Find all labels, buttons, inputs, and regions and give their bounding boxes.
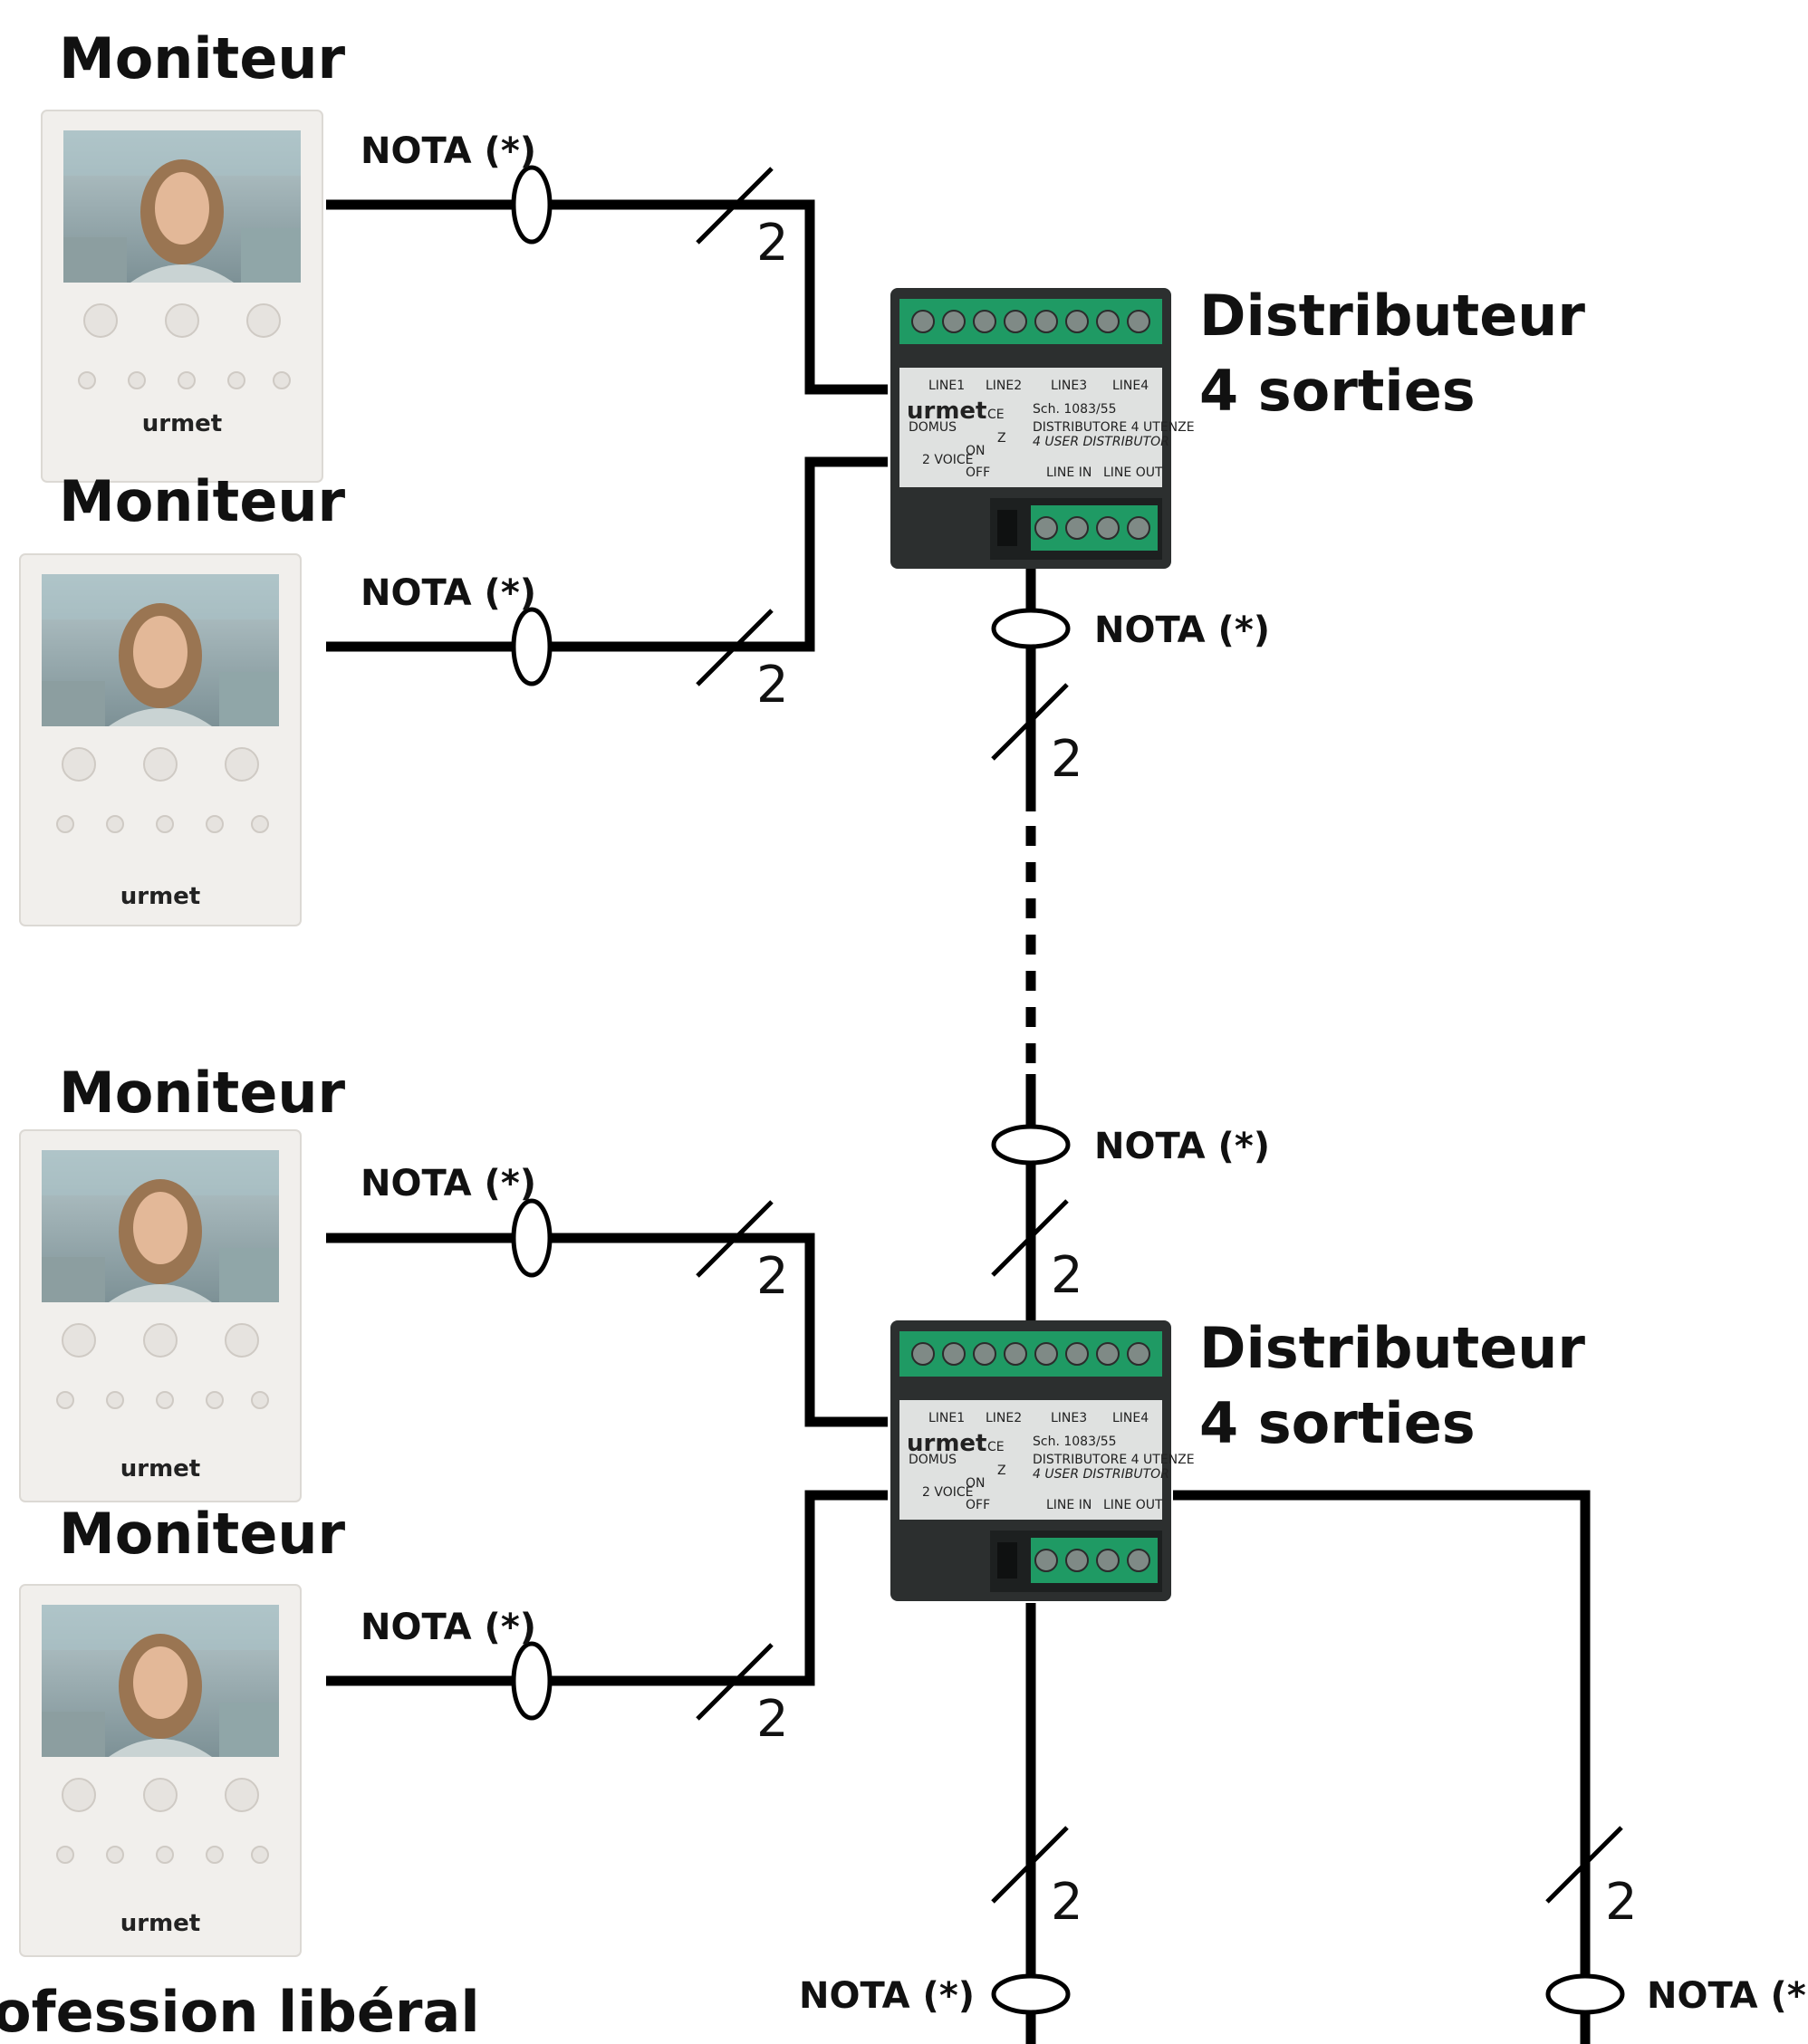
cable-ties <box>511 165 1625 2015</box>
plate-z: Z <box>997 431 1006 446</box>
nota-monitor-1: NOTA (*) <box>361 130 536 172</box>
wire-count-riser-upper: 2 <box>1051 730 1083 789</box>
tick-monitor-1 <box>696 167 774 245</box>
wire-count-monitor-2: 2 <box>756 656 789 715</box>
plate-ce: CE <box>987 1440 1005 1454</box>
plate-model: Sch. 1083/55 <box>1033 402 1117 417</box>
wire-monitor-2 <box>326 456 888 652</box>
monitor-brand-3: urmet <box>120 1455 201 1483</box>
distributor-bottom: LINE1 LINE2 LINE3 LINE4 urmet DOMUS CE S… <box>890 1319 1195 1602</box>
monitor-brand-1: urmet <box>142 410 223 437</box>
plate-brand: urmet <box>907 1430 987 1457</box>
nota-monitor-3: NOTA (*) <box>361 1163 536 1204</box>
wire-count-ticks <box>696 167 1623 1904</box>
plate-line-in: LINE IN <box>1046 1498 1092 1512</box>
plate-line2: LINE2 <box>986 1411 1022 1425</box>
cable-tie-down-center <box>991 1973 1071 2015</box>
plate-line3: LINE3 <box>1051 379 1087 393</box>
wire-count-right-branch: 2 <box>1605 1873 1638 1932</box>
monitor-brand-2: urmet <box>120 883 201 910</box>
plate-line-in: LINE IN <box>1046 465 1092 480</box>
nota-riser-lower: NOTA (*) <box>1094 1126 1270 1167</box>
cable-tie-monitor-3 <box>511 1198 553 1278</box>
plate-model: Sch. 1083/55 <box>1033 1435 1117 1449</box>
tick-riser-upper <box>991 683 1069 761</box>
plate-line-out: LINE OUT <box>1103 1498 1163 1512</box>
tick-down-center <box>991 1826 1069 1904</box>
plate-off: OFF <box>966 465 990 480</box>
distributor-top-title-line1: Distributeur <box>1199 283 1585 349</box>
monitor-3: urmet <box>19 1129 302 1502</box>
tick-monitor-4 <box>696 1643 774 1721</box>
monitor-label-1: Moniteur <box>59 25 346 91</box>
plate-desc-it: DISTRIBUTORE 4 UTENZE <box>1033 420 1195 435</box>
nota-riser-upper: NOTA (*) <box>1094 609 1270 651</box>
wire-count-down-center: 2 <box>1051 1873 1083 1932</box>
wire-right-branch <box>1173 1490 1591 2044</box>
cable-tie-monitor-1 <box>511 165 553 245</box>
plate-voice: 2 VOICE <box>922 1485 973 1500</box>
cable-tie-riser-upper <box>991 608 1071 649</box>
plate-brand: urmet <box>907 398 987 425</box>
plate-on: ON <box>966 1476 986 1491</box>
monitor-brand-4: urmet <box>120 1910 201 1937</box>
wire-count-riser-lower: 2 <box>1051 1246 1083 1305</box>
tick-riser-lower <box>991 1199 1069 1277</box>
wire-monitor-4 <box>326 1490 888 1686</box>
tick-right-branch <box>1545 1826 1623 1904</box>
plate-line1: LINE1 <box>928 1411 965 1425</box>
distributor-top-title-line2: 4 sorties <box>1199 358 1476 424</box>
plate-ce: CE <box>987 408 1005 422</box>
tick-monitor-3 <box>696 1200 774 1278</box>
nota-monitor-4: NOTA (*) <box>361 1607 536 1648</box>
plate-z: Z <box>997 1463 1006 1478</box>
cable-tie-monitor-4 <box>511 1641 553 1721</box>
monitor-label-3: Moniteur <box>59 1060 346 1126</box>
plate-line1: LINE1 <box>928 379 965 393</box>
cable-tie-monitor-2 <box>511 607 553 686</box>
wire-monitor-3 <box>326 1233 888 1427</box>
plate-line-out: LINE OUT <box>1103 465 1163 480</box>
tick-monitor-2 <box>696 609 774 686</box>
plate-line2: LINE2 <box>986 379 1022 393</box>
plate-voice: 2 VOICE <box>922 453 973 467</box>
cable-tie-riser-lower <box>991 1124 1071 1166</box>
plate-line3: LINE3 <box>1051 1411 1087 1425</box>
nota-down-center: NOTA (*) <box>799 1975 975 2017</box>
distributor-bottom-title-line2: 4 sorties <box>1199 1390 1476 1456</box>
bottom-caption: ofession libéral <box>0 1979 480 2044</box>
distributor-top: LINE1 LINE2 LINE3 LINE4 urmet DOMUS CE S… <box>890 287 1195 570</box>
cable-tie-right-branch <box>1545 1973 1625 2015</box>
wire-count-monitor-3: 2 <box>756 1247 789 1306</box>
plate-brand-sub: DOMUS <box>909 1453 957 1467</box>
plate-line4: LINE4 <box>1112 1411 1149 1425</box>
monitor-label-4: Moniteur <box>59 1501 346 1567</box>
monitor-1: urmet <box>41 110 323 483</box>
plate-on: ON <box>966 444 986 458</box>
monitor-4: urmet <box>19 1584 302 1957</box>
plate-desc-it: DISTRIBUTORE 4 UTENZE <box>1033 1453 1195 1467</box>
plate-off: OFF <box>966 1498 990 1512</box>
plate-desc-en: 4 USER DISTRIBUTOR <box>1033 1467 1169 1482</box>
monitor-label-2: Moniteur <box>59 468 346 534</box>
wire-count-monitor-1: 2 <box>756 214 789 273</box>
labels: Moniteur Moniteur Moniteur Moniteur ofes… <box>0 25 1808 2044</box>
distributor-bottom-title-line1: Distributeur <box>1199 1315 1585 1381</box>
plate-brand-sub: DOMUS <box>909 420 957 435</box>
nota-right-branch: NOTA (*) <box>1647 1975 1808 2017</box>
nota-monitor-2: NOTA (*) <box>361 572 536 614</box>
plate-line4: LINE4 <box>1112 379 1149 393</box>
plate-desc-en: 4 USER DISTRIBUTOR <box>1033 435 1169 449</box>
wire-count-monitor-4: 2 <box>756 1690 789 1749</box>
wire-monitor-1 <box>326 199 888 395</box>
monitor-2: urmet <box>19 553 302 926</box>
